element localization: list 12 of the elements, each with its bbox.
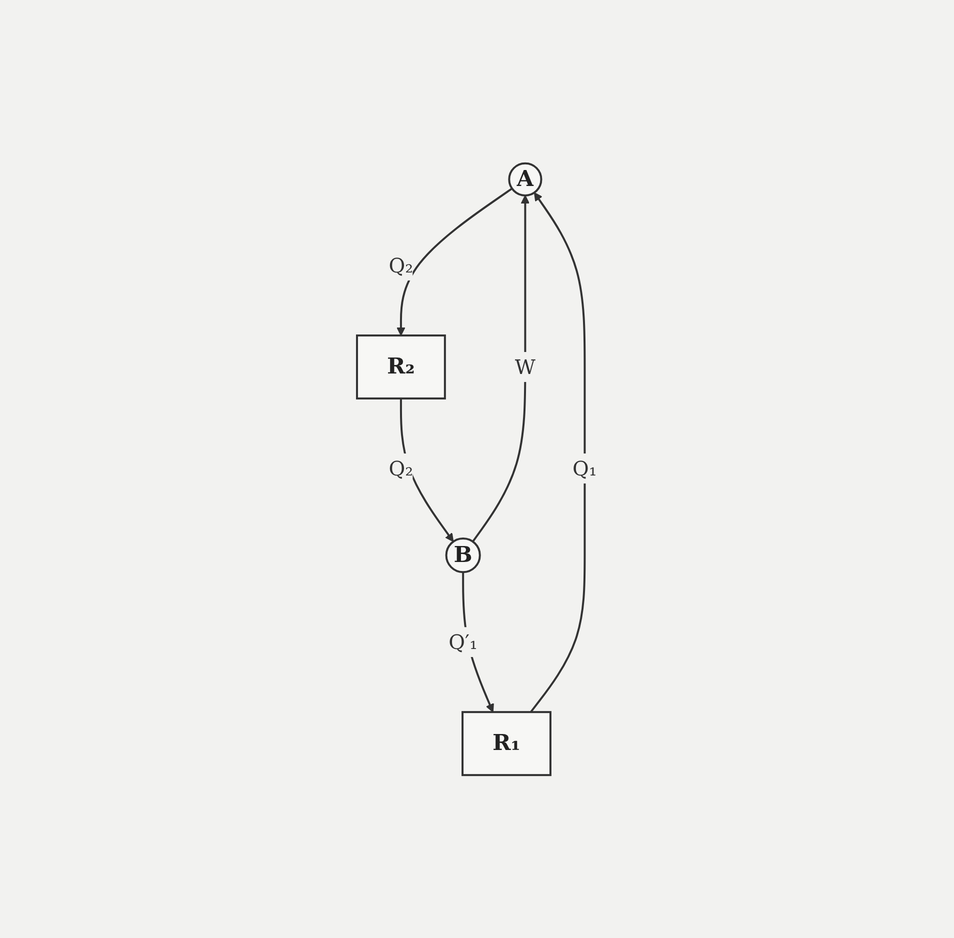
arrow [472, 195, 530, 542]
arrow [530, 192, 586, 713]
node-circle: A [508, 162, 542, 196]
edge-label: Q′₁ [448, 630, 478, 654]
node-box: R₁ [462, 711, 552, 776]
node-circle: B [445, 537, 481, 574]
edge-label: Q₁ [572, 456, 597, 480]
edge-label: W [514, 354, 536, 379]
arrow [396, 188, 513, 336]
node-box: R₂ [356, 334, 446, 400]
edge-label: Q₂ [388, 456, 414, 480]
edge-label: Q₂ [388, 253, 414, 278]
